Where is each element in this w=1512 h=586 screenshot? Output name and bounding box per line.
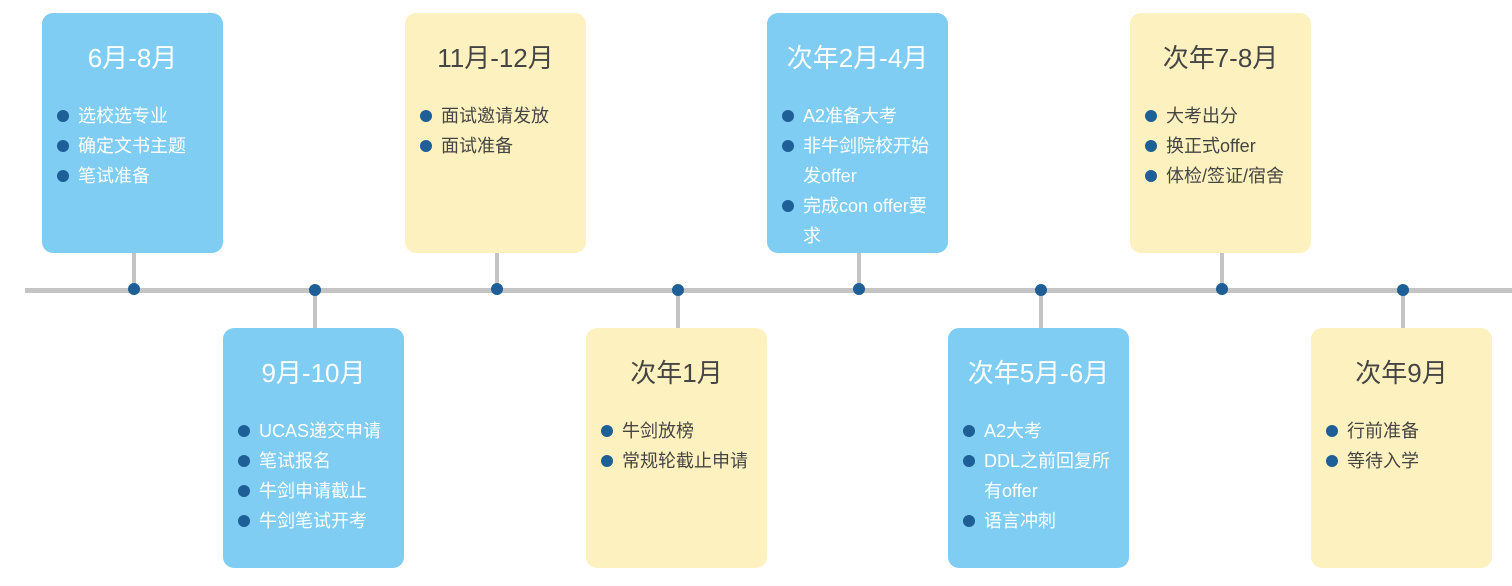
milestone-task-list: 选校选专业 确定文书主题 笔试准备 (42, 101, 223, 191)
milestone-task: 行前准备 (1326, 416, 1482, 446)
timeline-dot (1397, 284, 1409, 296)
milestone-card: 次年7-8月 大考出分 换正式offer 体检/签证/宿舍 (1130, 13, 1311, 253)
timeline-dot (853, 283, 865, 295)
milestone-task: DDL之前回复所有offer (963, 446, 1119, 506)
connector (1401, 291, 1405, 329)
milestone-task: A2大考 (963, 416, 1119, 446)
milestone-task: 笔试报名 (238, 446, 394, 476)
milestone-card: 9月-10月 UCAS递交申请 笔试报名 牛剑申请截止 牛剑笔试开考 (223, 328, 404, 568)
milestone-task: 面试准备 (420, 131, 576, 161)
timeline-dot (1035, 284, 1047, 296)
milestone-card: 6月-8月 选校选专业 确定文书主题 笔试准备 (42, 13, 223, 253)
milestone-period: 6月-8月 (87, 43, 178, 73)
connector (495, 252, 499, 290)
milestone-period: 次年7-8月 (1162, 43, 1279, 73)
timeline-dot (491, 283, 503, 295)
milestone-period: 次年9月 (1355, 358, 1448, 388)
milestone-task-list: UCAS递交申请 笔试报名 牛剑申请截止 牛剑笔试开考 (223, 416, 404, 536)
milestone-card: 次年5月-6月 A2大考 DDL之前回复所有offer 语言冲刺 (948, 328, 1129, 568)
connector (676, 291, 680, 329)
milestone-task: 牛剑放榜 (601, 416, 757, 446)
milestone-card: 次年1月 牛剑放榜 常规轮截止申请 (586, 328, 767, 568)
milestone-task: 体检/签证/宿舍 (1145, 161, 1301, 191)
milestone-task: A2准备大考 (782, 101, 938, 131)
milestone-task: 等待入学 (1326, 446, 1482, 476)
milestone-task: 牛剑申请截止 (238, 476, 394, 506)
milestone-task: 牛剑笔试开考 (238, 506, 394, 536)
milestone-task-list: 大考出分 换正式offer 体检/签证/宿舍 (1130, 101, 1311, 191)
milestone-task: 常规轮截止申请 (601, 446, 757, 476)
milestone-period: 次年5月-6月 (967, 358, 1110, 388)
milestone-task: 确定文书主题 (57, 131, 213, 161)
timeline-dot (128, 283, 140, 295)
milestone-task-list: A2准备大考 非牛剑院校开始发offer 完成con offer要求 (767, 101, 948, 251)
milestone-task: 大考出分 (1145, 101, 1301, 131)
timeline-dot (672, 284, 684, 296)
milestone-task-list: 牛剑放榜 常规轮截止申请 (586, 416, 767, 476)
milestone-task: 非牛剑院校开始发offer (782, 131, 938, 191)
milestone-period: 次年2月-4月 (786, 43, 929, 73)
milestone-card: 次年9月 行前准备 等待入学 (1311, 328, 1492, 568)
milestone-task: 换正式offer (1145, 131, 1301, 161)
milestone-period: 9月-10月 (261, 358, 366, 388)
milestone-task-list: 面试邀请发放 面试准备 (405, 101, 586, 161)
milestone-task: 面试邀请发放 (420, 101, 576, 131)
connector (1220, 252, 1224, 290)
milestone-card: 11月-12月 面试邀请发放 面试准备 (405, 13, 586, 253)
milestone-period: 次年1月 (630, 358, 723, 388)
milestone-task-list: A2大考 DDL之前回复所有offer 语言冲刺 (948, 416, 1129, 536)
milestone-task: 笔试准备 (57, 161, 213, 191)
timeline-dot (1216, 283, 1228, 295)
connector (1039, 291, 1043, 329)
milestone-task: 选校选专业 (57, 101, 213, 131)
milestone-task: UCAS递交申请 (238, 416, 394, 446)
timeline-axis (25, 288, 1512, 293)
connector (857, 252, 861, 290)
milestone-task: 语言冲刺 (963, 506, 1119, 536)
milestone-task: 完成con offer要求 (782, 191, 938, 251)
milestone-task-list: 行前准备 等待入学 (1311, 416, 1492, 476)
milestone-card: 次年2月-4月 A2准备大考 非牛剑院校开始发offer 完成con offer… (767, 13, 948, 253)
timeline-dot (309, 284, 321, 296)
connector (132, 252, 136, 290)
milestone-period: 11月-12月 (437, 43, 554, 73)
connector (313, 291, 317, 329)
